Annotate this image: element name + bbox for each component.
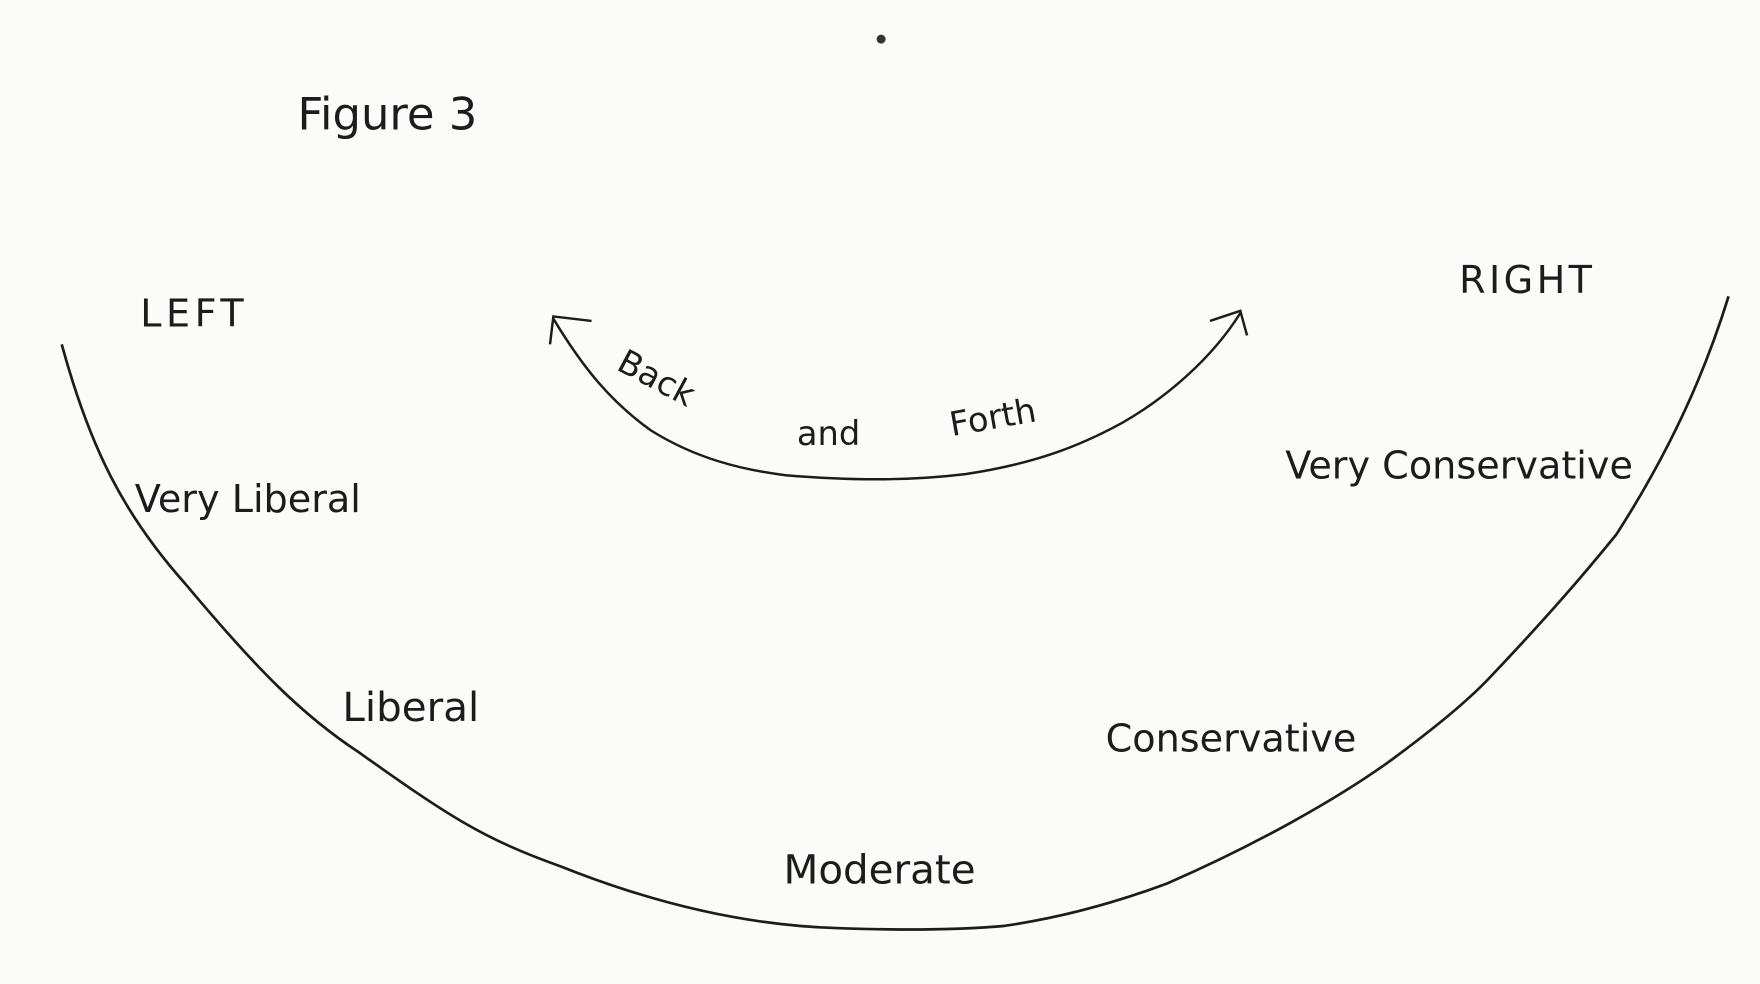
spectrum-label-very-liberal: Very Liberal: [135, 477, 361, 521]
spectrum-label-conservative: Conservative: [1106, 716, 1357, 760]
spectrum-arc: [60, 295, 1730, 931]
back-and-forth-arrow: [552, 312, 1242, 481]
right-label: RIGHT: [1459, 258, 1595, 302]
arrow-word-and: and: [797, 414, 860, 453]
stray-dot: [876, 34, 886, 44]
right-arrowhead-icon: [1209, 309, 1249, 336]
arrow-word-forth: Forth: [946, 391, 1039, 444]
arrow-word-back: Back: [611, 342, 702, 415]
left-label: LEFT: [140, 292, 248, 336]
spectrum-label-very-conservative: Very Conservative: [1285, 444, 1633, 488]
left-arrowhead-icon: [548, 315, 592, 345]
spectrum-label-liberal: Liberal: [342, 684, 479, 731]
figure-title: Figure 3: [297, 88, 477, 141]
spectrum-label-moderate: Moderate: [783, 846, 975, 893]
